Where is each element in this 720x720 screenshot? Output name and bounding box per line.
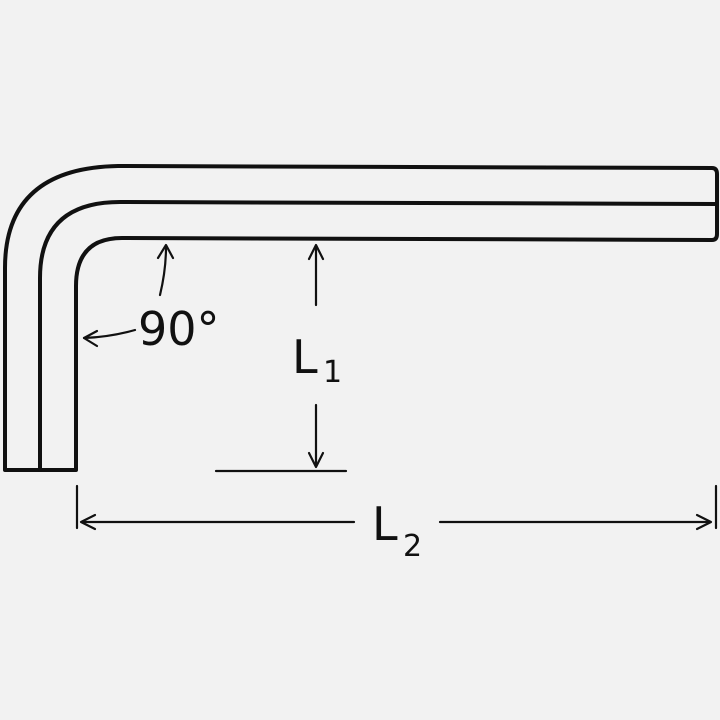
angle-arrowhead-upper [156, 243, 175, 260]
angle-annotation: 90° [82, 243, 220, 356]
l2-arrowhead-right [695, 513, 713, 531]
angle-arrow-left [82, 328, 137, 340]
l1-arrowhead-top [307, 243, 325, 261]
angle-label: 90° [138, 302, 220, 356]
l2-subscript: 2 [403, 529, 422, 564]
l1-arrowhead-bottom [307, 451, 325, 469]
hex-key-outer-edge [3, 164, 719, 472]
l1-subscript: 1 [323, 355, 342, 390]
angle-arrow-upper [158, 245, 168, 297]
hex-key-outline [3, 164, 719, 472]
l2-label: L [372, 497, 398, 551]
l2-arrowhead-left [79, 513, 97, 531]
angle-arrowhead-left [82, 329, 99, 348]
l2-dimension: L 2 [75, 484, 718, 564]
l1-dimension: L 1 [214, 243, 348, 473]
hex-key-middle-edge [38, 200, 719, 472]
l1-label: L [292, 330, 318, 384]
